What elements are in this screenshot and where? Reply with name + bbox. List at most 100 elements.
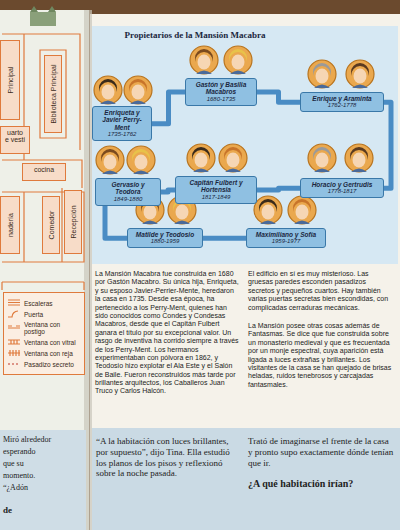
- portrait-frame: [187, 144, 215, 172]
- legend-symbol: [7, 310, 21, 318]
- room-name: nadería: [7, 213, 14, 237]
- cut-off-text: que su: [3, 460, 83, 469]
- legend-symbol: [7, 360, 21, 368]
- portrait-collar: [294, 221, 310, 225]
- portrait: [308, 144, 336, 172]
- portrait: [190, 46, 218, 74]
- owner-text: 1817-1849: [179, 194, 253, 201]
- owner-text: 1849-1880: [99, 196, 157, 203]
- portrait-collar: [193, 169, 209, 173]
- portrait-collar: [196, 71, 212, 75]
- portrait-collar: [225, 169, 241, 173]
- owner-text: Enrique y Araminta: [304, 95, 380, 102]
- portrait: [127, 146, 155, 174]
- legend-symbol: [7, 299, 21, 307]
- legend-symbol-line: [8, 350, 20, 356]
- portrait-frame: [346, 60, 374, 88]
- legend-symbol: [7, 324, 21, 332]
- room-name: Principal: [7, 67, 14, 94]
- cut-off-text: esperando: [3, 448, 83, 457]
- body-paragraph: El edificio en sí es muy misterioso. Las…: [248, 270, 394, 312]
- legend-row: Puerta: [7, 310, 81, 318]
- plan-wall: [2, 282, 84, 290]
- owner-band: Gastón y Basilia Macabros1680-1735: [185, 78, 257, 106]
- legend-symbol-line: [8, 340, 20, 344]
- room-box: uartoe vesti: [0, 126, 30, 154]
- portrait: [124, 76, 152, 104]
- portrait-face: [176, 205, 189, 220]
- portrait-frame: [219, 144, 247, 172]
- body-paragraph: La Mansión Macabra fue construida en 168…: [95, 270, 241, 396]
- legend-row: Ventana con vitral: [7, 338, 81, 346]
- story-text: “A la habitación con luces brillantes, p…: [96, 436, 238, 479]
- owner-band: Horacio y Gertrudis1778-1817: [300, 178, 384, 198]
- body-paragraph: La Mansión posee otras cosas además de F…: [248, 322, 394, 389]
- portrait-frame: [124, 76, 152, 104]
- portrait: [346, 60, 374, 88]
- portrait-face: [198, 55, 211, 70]
- portrait-collar: [351, 169, 367, 173]
- legend-row: Pasadizo secreto: [7, 360, 81, 368]
- owner-band: Enriqueta y Javier Perry-Ment1735-1762: [92, 106, 152, 141]
- owner-text: 1880-1959: [131, 238, 199, 245]
- story-text: Trató de imaginarse el frente de la casa…: [248, 436, 394, 468]
- owner-text: 1680-1735: [189, 96, 253, 103]
- portrait-collar: [133, 171, 149, 175]
- cut-off-text: “¿Adón: [3, 484, 83, 493]
- portrait-frame: [190, 46, 218, 74]
- portrait: [187, 144, 215, 172]
- owner-text: Maximiliano y Sofía: [250, 231, 322, 238]
- owner-text: 1735-1762: [96, 131, 148, 138]
- story-ground-left: [0, 430, 86, 530]
- legend-symbol: [7, 349, 21, 357]
- portrait-frame: [288, 196, 316, 224]
- legend-text: Ventana con postigo: [24, 321, 81, 335]
- legend-text: Puerta: [24, 311, 43, 318]
- right-page: [90, 14, 400, 530]
- cut-off-text: Miró alrededor: [3, 436, 83, 445]
- portrait-frame: [345, 144, 373, 172]
- portrait-face: [316, 153, 329, 168]
- portrait-frame: [94, 76, 122, 104]
- portrait-collar: [142, 221, 158, 225]
- portrait-face: [316, 69, 329, 84]
- portrait: [224, 46, 252, 74]
- portrait-collar: [314, 85, 330, 89]
- portrait-face: [353, 153, 366, 168]
- owner-band: Capitán Fulbert y Hortensia1817-1849: [175, 176, 257, 204]
- room-box: Biblioteca Principal: [44, 55, 62, 133]
- owner-text: Enriqueta y Javier Perry-Ment: [96, 109, 148, 131]
- lineage-connector: [257, 188, 300, 190]
- room-name: cocina: [25, 166, 63, 173]
- portrait-collar: [230, 71, 246, 75]
- story-text: ¿A qué habitación irían?: [248, 478, 394, 490]
- portrait: [94, 76, 122, 104]
- legend-row: Ventana con postigo: [7, 321, 81, 335]
- story-ground: [92, 428, 400, 530]
- portrait: [254, 196, 282, 224]
- room-name: Biblioteca Principal: [50, 64, 57, 123]
- portrait-collar: [100, 101, 116, 105]
- portrait-face: [232, 55, 245, 70]
- portrait: [288, 196, 316, 224]
- portrait-face: [144, 205, 157, 220]
- room-name: Recepción: [70, 205, 77, 238]
- legend-text: Ventana con vitral: [24, 339, 76, 346]
- legend-symbol-line: [8, 363, 18, 364]
- owner-text: Matilde y Teodosio: [131, 231, 199, 238]
- cut-off-text: momento.: [3, 472, 83, 481]
- lineage-connector: [105, 206, 127, 238]
- owner-text: 1959-1977: [250, 238, 322, 245]
- lineage-connector: [384, 102, 391, 188]
- legend-symbol-line: [8, 300, 20, 305]
- portrait-collar: [174, 221, 190, 225]
- castle-roof: [30, 6, 56, 12]
- owner-text: 1778-1817: [304, 188, 380, 195]
- portrait-face: [354, 69, 367, 84]
- lineage-connector: [257, 92, 300, 102]
- owner-band: Matilde y Teodosio1880-1959: [127, 228, 203, 248]
- legend-text: Pasadizo secreto: [24, 361, 74, 368]
- portrait-face: [104, 155, 117, 170]
